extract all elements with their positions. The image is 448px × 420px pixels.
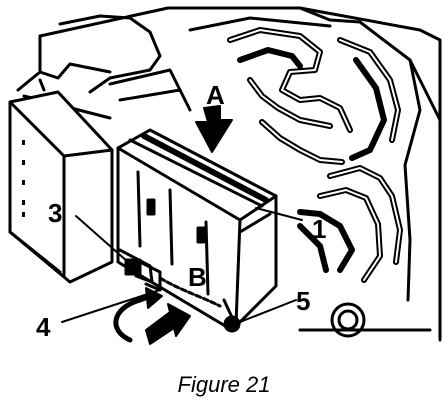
background-housing	[38, 6, 442, 342]
callout-1: 1	[312, 214, 326, 244]
technical-illustration: A B 1 3 4 5	[8, 6, 442, 345]
figure-caption: Figure 21	[177, 372, 271, 397]
callout-3: 3	[48, 198, 62, 228]
push-arrow-b	[145, 303, 191, 345]
callout-a: A	[206, 80, 225, 110]
callout-5: 5	[296, 286, 310, 316]
leader-lines	[61, 207, 303, 323]
drain-port	[330, 302, 366, 338]
push-arrow-a	[195, 105, 233, 153]
left-module	[8, 90, 114, 284]
connector-plug	[124, 258, 222, 308]
main-module	[116, 128, 278, 333]
callout-4: 4	[36, 312, 51, 342]
callout-b: B	[188, 262, 207, 292]
